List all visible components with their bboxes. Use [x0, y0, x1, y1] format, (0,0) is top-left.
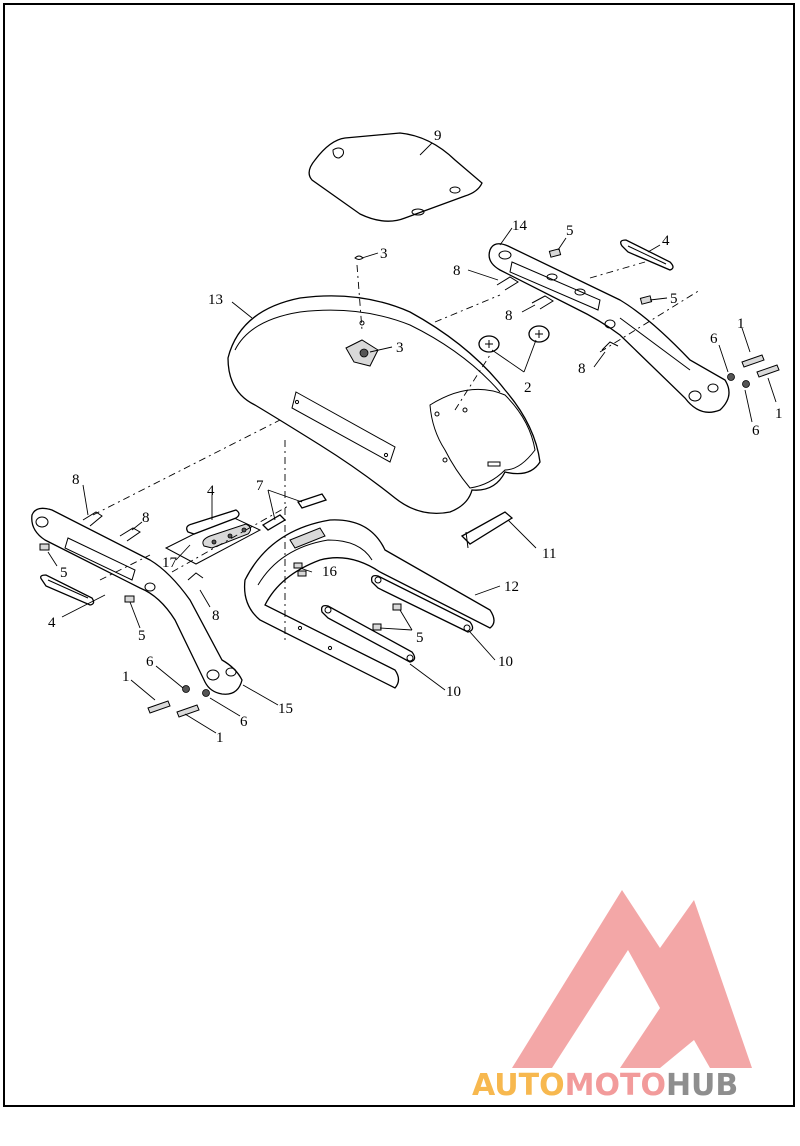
part-4-rubber-strip-right	[620, 239, 674, 271]
part-15-left-strut	[31, 507, 243, 695]
logo-triangle-mark	[512, 890, 752, 1068]
callout-1-left-lower: 1	[216, 730, 224, 746]
callout-15: 15	[278, 701, 293, 717]
callout-8-right-lower: 8	[578, 361, 586, 377]
callout-4-center: 4	[207, 483, 215, 499]
logo-text-auto: AUTO	[472, 1068, 565, 1103]
callout-14: 14	[512, 218, 528, 234]
logo-text-moto: MOTO	[565, 1068, 666, 1103]
part-8-clips-left	[82, 511, 204, 581]
callout-6-right-lower: 6	[752, 423, 760, 439]
callout-4-top-right: 4	[662, 233, 670, 249]
part-3-nut-plate	[345, 255, 379, 367]
part-12-support-frame	[243, 519, 495, 689]
drawing-frame	[3, 3, 795, 1107]
callout-12: 12	[504, 579, 519, 595]
part-14-right-strut	[488, 243, 730, 413]
callout-6-left-lower: 6	[240, 714, 248, 730]
callout-3-top: 3	[380, 246, 388, 262]
callout-labels: 9 3 3 13 14 5 4 8 5 8 2 1 6 8 1 6 8 7 4 …	[48, 128, 783, 746]
callout-7: 7	[256, 478, 264, 494]
svg-text:AUTOMOTOHUB: AUTOMOTOHUB	[472, 1068, 738, 1103]
part-16-screws	[293, 562, 402, 631]
callout-1-right-lower: 1	[775, 406, 783, 422]
callout-1-right-upper: 1	[737, 316, 745, 332]
callout-16: 16	[322, 564, 338, 580]
callout-4-left: 4	[48, 615, 56, 631]
part-4-rubber-strip-left	[40, 574, 95, 606]
fasteners-left	[39, 543, 210, 718]
callout-11: 11	[542, 546, 556, 562]
part-11-bracket	[460, 511, 514, 549]
fasteners-right	[548, 248, 780, 388]
callout-5-left-mid: 5	[138, 628, 146, 644]
callout-8-left-lower: 8	[212, 608, 220, 624]
callout-5-center: 5	[416, 630, 424, 646]
part-10-spacer-bars	[320, 574, 474, 663]
part-17-bracket-assembly	[164, 509, 262, 565]
callout-6-right-upper: 6	[710, 331, 718, 347]
callout-8-top-right: 8	[453, 263, 461, 279]
callout-5-top-right: 5	[566, 223, 574, 239]
part-9-cover-pad	[308, 132, 483, 222]
alignment-lines	[92, 261, 701, 640]
callout-6-left-upper: 6	[146, 654, 154, 670]
callout-5-left-top: 5	[60, 565, 68, 581]
callout-8-left-mid: 8	[142, 510, 150, 526]
logo-text-hub: HUB	[666, 1068, 738, 1103]
callout-8-mid-right: 8	[505, 308, 513, 324]
callout-3-center: 3	[396, 340, 404, 356]
callout-10-lower: 10	[446, 684, 461, 700]
part-2-grommets	[478, 325, 550, 353]
callout-17: 17	[162, 555, 178, 571]
watermark-logo	[512, 890, 752, 1068]
callout-5-mid-right: 5	[670, 291, 678, 307]
leader-lines	[47, 142, 777, 734]
callout-13: 13	[208, 292, 223, 308]
callout-9: 9	[434, 128, 442, 144]
callout-10-upper: 10	[498, 654, 513, 670]
callout-8-left-top: 8	[72, 472, 80, 488]
part-8-clips-right	[496, 276, 619, 351]
callout-2: 2	[524, 380, 532, 396]
callout-1-left-upper: 1	[122, 669, 130, 685]
part-13-rear-fender	[227, 295, 541, 515]
